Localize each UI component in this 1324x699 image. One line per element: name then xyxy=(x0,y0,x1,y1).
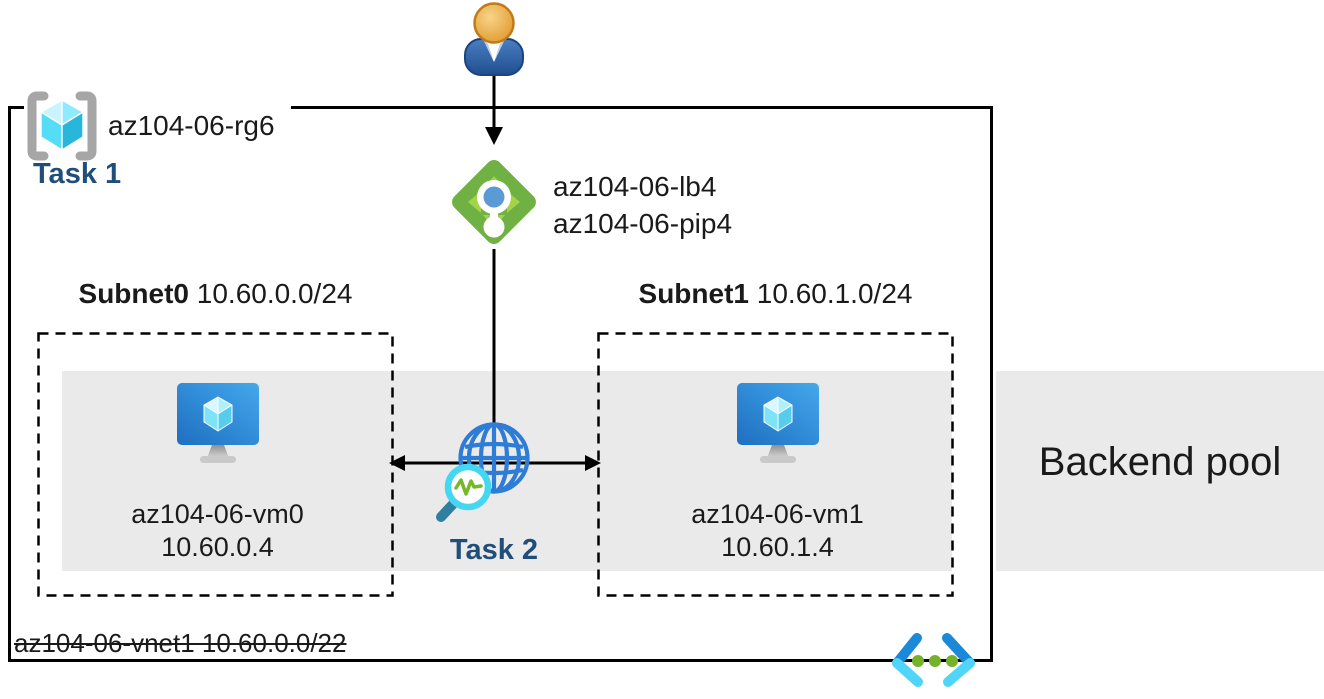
resource-group-box xyxy=(8,106,993,662)
load-balancer-icon xyxy=(452,160,536,244)
load-balancer-labels: az104-06-lb4 az104-06-pip4 xyxy=(553,168,732,242)
vm1-labels: az104-06-vm1 10.60.1.4 xyxy=(600,498,955,564)
left-arrowhead xyxy=(389,455,405,471)
right-arrowhead xyxy=(585,455,601,471)
task1-label: Task 1 xyxy=(33,158,122,190)
vm1-icon xyxy=(737,383,819,463)
resource-group-header: az104-06-rg6 xyxy=(24,88,291,164)
subnet1-header: Subnet1 10.60.1.0/24 xyxy=(598,278,953,310)
network-probe-icon xyxy=(436,422,530,522)
task2-label: Task 2 xyxy=(449,534,539,566)
subnet1-box xyxy=(597,332,954,597)
public-ip-name: az104-06-pip4 xyxy=(553,208,733,239)
vnet-label: az104-06-vnet1 10.60.0.0/22 xyxy=(14,628,347,658)
vm0-labels: az104-06-vm0 10.60.0.4 xyxy=(40,498,395,564)
subnet0-header: Subnet0 10.60.0.0/24 xyxy=(38,278,393,310)
vm0-ip: 10.60.0.4 xyxy=(161,532,274,562)
vm0-name: az104-06-vm0 xyxy=(131,499,304,529)
subnet0-name: Subnet0 xyxy=(78,278,189,309)
backend-pool-label: Backend pool xyxy=(1038,440,1282,484)
resource-group-name: az104-06-rg6 xyxy=(108,110,275,141)
virtual-network-icon xyxy=(892,633,975,687)
vm0-icon xyxy=(177,383,259,463)
backend-pool-band-outer xyxy=(996,371,1324,571)
magnifier-handle xyxy=(436,498,459,522)
resource-group-icon xyxy=(27,91,97,161)
vm1-ip: 10.60.1.4 xyxy=(721,532,834,562)
subnet0-cidr: 10.60.0.0/24 xyxy=(196,278,353,309)
down-arrowhead xyxy=(485,127,503,145)
probe-zigzag xyxy=(454,478,483,496)
subnet1-name: Subnet1 xyxy=(638,278,749,309)
load-balancer-name: az104-06-lb4 xyxy=(553,171,717,202)
vm1-name: az104-06-vm1 xyxy=(691,499,864,529)
subnet1-cidr: 10.60.1.0/24 xyxy=(756,278,913,309)
user-icon xyxy=(464,2,524,76)
